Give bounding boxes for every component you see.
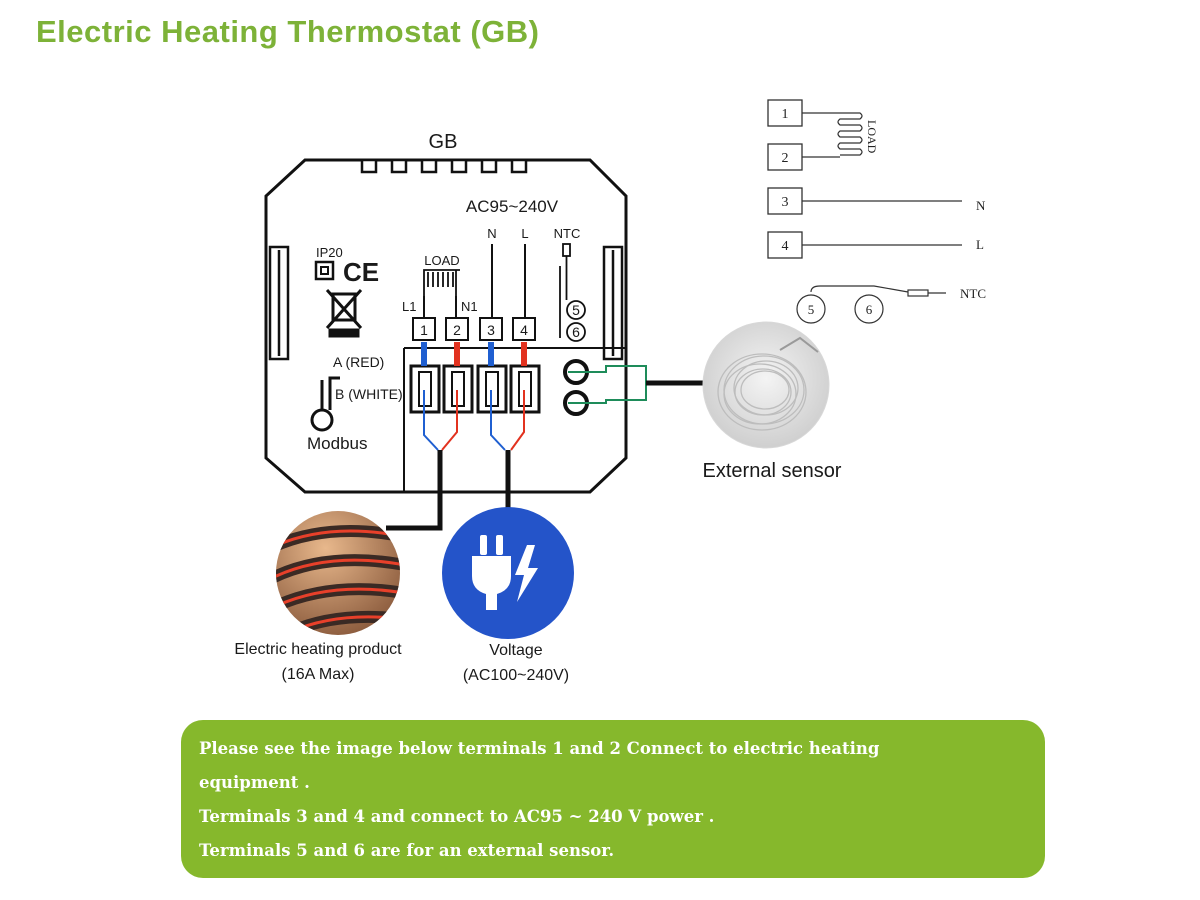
schematic-terminal-4: 4	[782, 239, 789, 254]
device-terminal-1: 1	[420, 322, 428, 338]
double-insulation-icon	[314, 260, 335, 281]
voltage-label: AC95~240V	[466, 197, 559, 216]
schematic-sensor-terminal-6: 6	[866, 302, 873, 317]
power-plug-icon	[442, 507, 574, 639]
model-label: GB	[429, 131, 458, 153]
schematic-terminal-1: 1	[782, 107, 789, 122]
device-sensor-terminal-5: 5	[572, 302, 580, 318]
terminal-schematic: LOAD N L NTC	[767, 99, 986, 324]
schematic-load-label: LOAD	[865, 120, 879, 154]
l-label: L	[521, 226, 528, 241]
ip-rating-label: IP20	[316, 245, 343, 260]
schematic-terminal-2: 2	[782, 151, 789, 166]
device-terminal-3: 3	[487, 322, 495, 338]
modbus-label: Modbus	[307, 434, 367, 453]
instruction-line-4: Terminals 5 and 6 are for an external se…	[199, 841, 615, 860]
modbus-connector-icon	[310, 376, 340, 432]
device-load-label: LOAD	[424, 253, 459, 268]
device-sensor-terminal-6: 6	[572, 324, 580, 340]
schematic-ntc-label: NTC	[960, 286, 986, 301]
instruction-line-3: Terminals 3 and 4 and connect to AC95 ~ …	[199, 807, 715, 826]
device-terminal-2: 2	[453, 322, 461, 338]
ce-mark: CE	[343, 257, 379, 287]
device-ntc-label: NTC	[554, 226, 581, 241]
instruction-line-2: equipment .	[199, 773, 310, 792]
heating-product-label: Electric heating product	[234, 641, 402, 658]
instruction-line-1: Please see the image below terminals 1 a…	[199, 739, 880, 758]
device-ntc-probe-icon	[559, 243, 571, 338]
external-sensor-image	[702, 321, 830, 449]
device-load-coil-icon	[423, 269, 460, 296]
schematic-n-label: N	[976, 198, 986, 213]
page-title: Electric Heating Thermostat (GB)	[36, 14, 540, 49]
device-terminal-4: 4	[520, 322, 528, 338]
instructions-box: Please see the image below terminals 1 a…	[181, 720, 1045, 878]
external-sensor-label: External sensor	[703, 460, 842, 482]
heating-product-sublabel: (16A Max)	[282, 666, 355, 683]
n-label: N	[487, 226, 496, 241]
voltage-source-sublabel: (AC100~240V)	[463, 667, 569, 684]
schematic-sensor-terminal-5: 5	[808, 302, 815, 317]
l1-label: L1	[402, 299, 416, 314]
schematic-terminal-3: 3	[782, 195, 789, 210]
n1-label: N1	[461, 299, 478, 314]
weee-bin-icon	[325, 288, 363, 338]
schematic-l-label: L	[976, 237, 984, 252]
modbus-a-label: A (RED)	[333, 354, 384, 370]
modbus-b-label: B (WHITE)	[335, 386, 403, 402]
voltage-source-label: Voltage	[489, 642, 542, 659]
